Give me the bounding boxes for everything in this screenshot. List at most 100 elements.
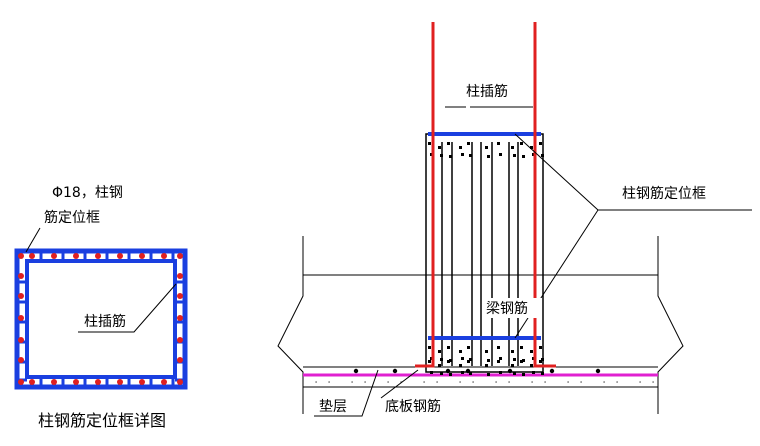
dowel-bar bbox=[139, 253, 145, 259]
bar-dot bbox=[520, 142, 523, 145]
bar-dot bbox=[513, 372, 516, 375]
hatch-dot bbox=[315, 381, 317, 383]
column-dowel-left bbox=[415, 22, 435, 368]
bar-dot bbox=[511, 364, 514, 367]
beam-label-bg bbox=[484, 298, 542, 318]
dowel-bar bbox=[18, 337, 24, 343]
dowel-bar bbox=[95, 379, 101, 385]
column-bar-dots bbox=[428, 142, 544, 376]
bar-dot bbox=[539, 360, 542, 363]
bar-dot bbox=[459, 146, 462, 149]
hatch-dot bbox=[423, 381, 425, 383]
hatch-dot bbox=[472, 381, 474, 383]
hatch-dot bbox=[351, 381, 353, 383]
bar-dot bbox=[541, 154, 544, 157]
frame-inner bbox=[25, 259, 177, 379]
bar-dot bbox=[428, 142, 431, 145]
bar-dot bbox=[513, 154, 516, 157]
bar-dot bbox=[541, 372, 544, 375]
dowel-bar bbox=[51, 379, 57, 385]
slab-rebar-leader bbox=[380, 369, 419, 399]
bar-dot bbox=[487, 373, 490, 376]
slab-bar-dot bbox=[595, 368, 601, 374]
beam-rebar-label: 梁钢筋 bbox=[486, 300, 528, 317]
slab-outline-left bbox=[277, 236, 304, 414]
bar-dot bbox=[438, 146, 441, 149]
bar-dot bbox=[469, 154, 472, 157]
phi18-label-line2: 筋定位框 bbox=[44, 209, 100, 226]
slab-rebar-label: 底板钢筋 bbox=[385, 398, 441, 415]
hatch-dot bbox=[508, 381, 510, 383]
bar-dot bbox=[438, 364, 441, 367]
dowel-bar bbox=[177, 293, 183, 299]
column-dowel-right bbox=[533, 22, 556, 368]
cushion-leader bbox=[314, 369, 379, 417]
bar-dot bbox=[541, 358, 544, 361]
dowel-bar bbox=[18, 293, 24, 299]
hatch-dot bbox=[328, 381, 330, 383]
frame-label-leader-2 bbox=[514, 209, 599, 339]
hatch-dot bbox=[436, 381, 438, 383]
dowel-bar bbox=[18, 273, 24, 279]
main-dowel-label-bg bbox=[462, 80, 520, 100]
bar-dot bbox=[513, 358, 516, 361]
column-vertical-bars bbox=[441, 142, 519, 366]
slab-bar-dot bbox=[465, 368, 471, 374]
hatch-dot bbox=[603, 381, 605, 383]
dowel-bar bbox=[18, 253, 24, 259]
bar-dot bbox=[449, 359, 452, 362]
bar-dot bbox=[469, 372, 472, 375]
hatch-dot bbox=[459, 381, 461, 383]
dowel-bar bbox=[139, 379, 145, 385]
dowel-bar bbox=[18, 315, 24, 321]
phi18-leader bbox=[25, 227, 41, 253]
slab-bar-dot bbox=[507, 368, 513, 374]
bar-dot bbox=[520, 360, 523, 363]
main-column-dowel-label: 柱插筋 bbox=[466, 83, 508, 100]
frame-outer bbox=[14, 248, 188, 390]
bar-dot bbox=[449, 155, 452, 158]
dowel-bar bbox=[177, 273, 183, 279]
dowel-bar bbox=[177, 253, 183, 259]
hatch-dot bbox=[495, 381, 497, 383]
bar-dot bbox=[511, 146, 514, 149]
bar-dot bbox=[487, 359, 490, 362]
bar-dot bbox=[511, 350, 514, 353]
cushion-label: 垫层 bbox=[319, 399, 347, 415]
bar-dot bbox=[522, 155, 525, 158]
dowel-bar bbox=[29, 379, 35, 385]
bar-dot bbox=[430, 371, 433, 374]
bar-dot bbox=[461, 371, 464, 374]
bar-dot bbox=[485, 350, 488, 353]
dowel-bar bbox=[73, 253, 79, 259]
bar-dot bbox=[497, 360, 500, 363]
bar-dot bbox=[485, 146, 488, 149]
hatch-dot bbox=[616, 381, 618, 383]
bar-dot bbox=[467, 346, 470, 349]
bar-dot bbox=[530, 146, 533, 149]
dowel-bar bbox=[117, 379, 123, 385]
slab-bar-dot bbox=[353, 368, 359, 374]
bar-dot bbox=[461, 357, 464, 360]
bar-dot bbox=[497, 346, 500, 349]
hatch-dot bbox=[364, 381, 366, 383]
bar-dot bbox=[522, 373, 525, 376]
bar-dot bbox=[522, 359, 525, 362]
hatch-dot bbox=[544, 381, 546, 383]
dowel-bar bbox=[117, 253, 123, 259]
slab-bar-dot bbox=[445, 368, 451, 374]
slab-outline-right bbox=[657, 236, 684, 414]
bar-dot bbox=[461, 153, 464, 156]
bar-dot bbox=[520, 346, 523, 349]
slab-bar-dot bbox=[392, 368, 398, 374]
frame-ties bbox=[17, 251, 185, 387]
dowel-bar bbox=[161, 379, 167, 385]
hatch-dot bbox=[567, 381, 569, 383]
bar-dot bbox=[440, 154, 443, 157]
detail-dowel-leader bbox=[78, 283, 177, 333]
bar-dot bbox=[447, 142, 450, 145]
bar-dot bbox=[459, 364, 462, 367]
bar-dot bbox=[497, 142, 500, 145]
dowel-bar bbox=[73, 379, 79, 385]
